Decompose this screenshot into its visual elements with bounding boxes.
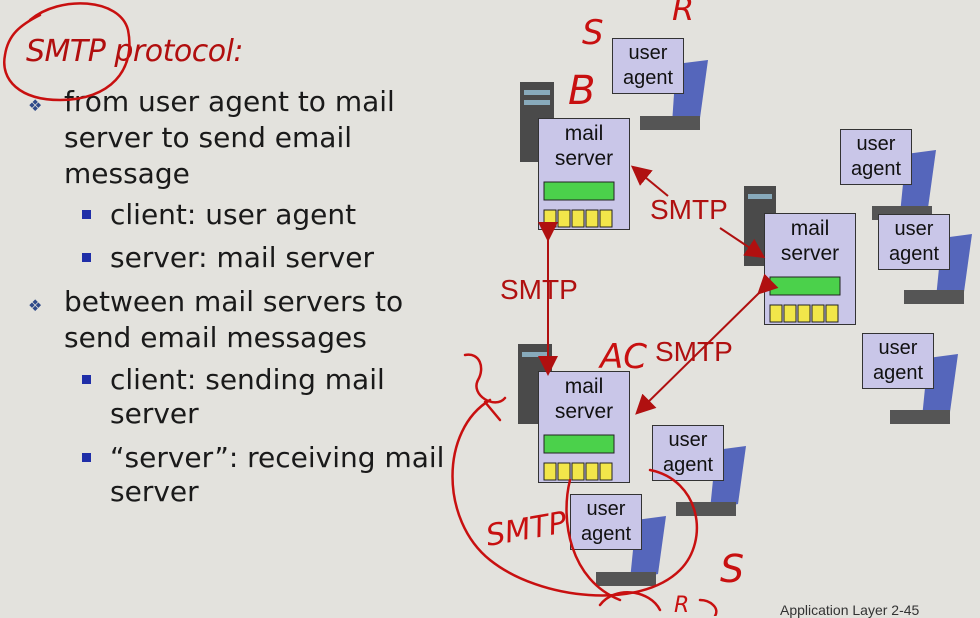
bullet-diamond-icon: ❖ [28, 96, 43, 115]
smtp-label: SMTP [650, 194, 728, 225]
annotation-circle [3, 2, 131, 102]
annotation-ac: AC [598, 337, 647, 377]
bullet-2-text: between mail servers to send email messa… [64, 285, 404, 354]
smtp-label: SMTP [500, 274, 578, 305]
annotation-stroke [598, 591, 662, 612]
sub-bullet-2-1-text: client: sending mail server [110, 363, 385, 430]
bullet-1-text: from user agent to mail server to send e… [64, 85, 395, 190]
outgoing-queue-icon [543, 434, 615, 481]
slide-footer: Application Layer 2-45 [780, 602, 920, 618]
annotation-top-b: B [568, 68, 595, 114]
square-bullet-icon [82, 375, 91, 384]
slide-title: SMTP protocol: [26, 34, 244, 69]
square-bullet-icon [82, 210, 91, 219]
smtp-arrow [635, 273, 779, 415]
annotation-stroke [565, 478, 622, 602]
sub-bullet-1-2-text: server: mail server [110, 241, 375, 274]
sub-bullet-2-2-text: “server”: receiving mail server [110, 441, 445, 508]
smtp-label: SMTP [655, 336, 733, 367]
bullet-diamond-icon: ❖ [28, 296, 43, 315]
square-bullet-icon [82, 453, 91, 462]
annotation-s: S [720, 547, 744, 591]
smtp-arrow [630, 165, 669, 197]
annotation-circle [451, 398, 699, 597]
sub-bullet-1-1-text: client: user agent [110, 198, 357, 231]
annotation-r: R [674, 593, 689, 616]
outgoing-queue-icon [543, 181, 615, 228]
annotation-top-r: R [672, 0, 694, 28]
smtp-arrow [719, 227, 766, 259]
annotation-stroke [483, 400, 502, 422]
annotation-stroke [698, 598, 718, 616]
annotation-top-s: S [582, 13, 604, 53]
square-bullet-icon [82, 253, 91, 262]
annotation-stroke [463, 353, 507, 404]
annotation-smtp: SMTP [483, 505, 570, 554]
